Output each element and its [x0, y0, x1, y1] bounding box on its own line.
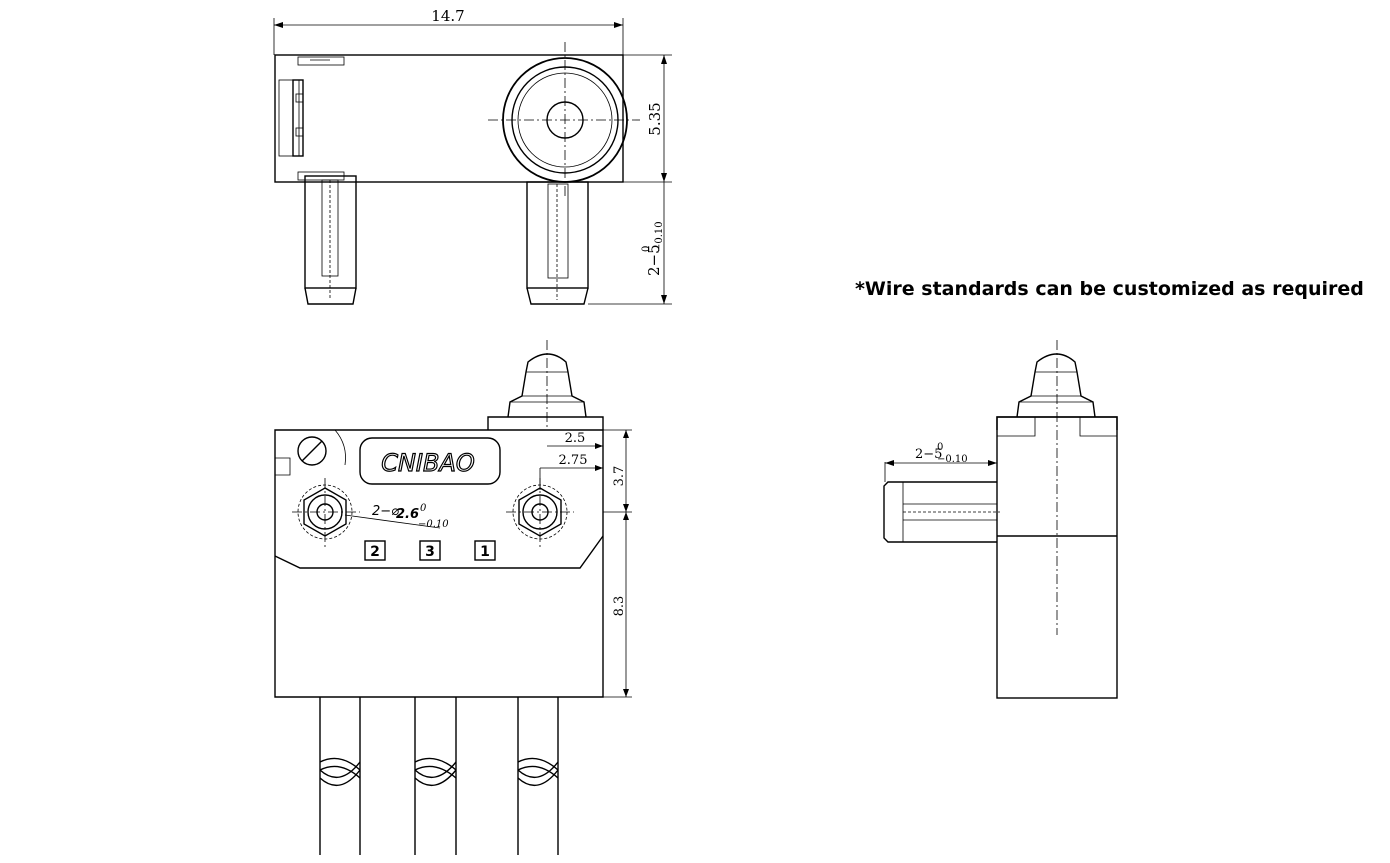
wire-standards-note: *Wire standards can be customized as req… [855, 278, 1364, 300]
front-view: CNIBAO 2−⌀ 2.6 0 −0.10 2 [274, 340, 632, 855]
terminal-label-3: 3 [425, 544, 435, 560]
svg-text:2−5: 2−5 [915, 447, 942, 462]
side-view: 2−5 0 −0.10 [883, 340, 1118, 699]
wire-right [517, 697, 559, 855]
dim-pin-length-vertical: 2−5 0 −0.10 [641, 221, 665, 276]
svg-text:0: 0 [420, 503, 427, 514]
dim-height-top: 5.35 [646, 102, 664, 135]
dim-width: 14.7 [431, 7, 464, 25]
svg-text:−0.10: −0.10 [937, 454, 968, 465]
svg-text:2.6: 2.6 [396, 507, 419, 522]
dim-offset-1: 2.5 [565, 431, 586, 446]
svg-text:0: 0 [641, 246, 652, 252]
top-view: 14.7 5.35 2−5 0 −0.10 [273, 7, 672, 305]
svg-text:2−5: 2−5 [645, 244, 663, 276]
wire-middle [414, 697, 457, 855]
svg-text:−0.10: −0.10 [418, 519, 449, 530]
terminal-label-1: 1 [480, 544, 490, 560]
dim-height-upper: 3.7 [612, 466, 627, 487]
brand-logo: CNIBAO [381, 449, 475, 477]
mounting-hole-left [292, 478, 360, 550]
hole-callout: 2−⌀ 2.6 0 −0.10 [372, 503, 449, 530]
svg-text:2−⌀: 2−⌀ [372, 504, 399, 519]
dim-pin-length-horizontal: 2−5 0 −0.10 [915, 442, 968, 465]
dim-offset-2: 2.75 [559, 453, 588, 468]
top-pin-left [304, 175, 357, 305]
dim-height-lower: 8.3 [612, 596, 627, 617]
svg-text:−0.10: −0.10 [654, 221, 665, 252]
wire-left [319, 697, 361, 855]
svg-text:0: 0 [937, 442, 943, 453]
terminal-label-2: 2 [370, 544, 380, 560]
mounting-hole-right [506, 478, 574, 550]
top-pin-right [526, 181, 589, 305]
